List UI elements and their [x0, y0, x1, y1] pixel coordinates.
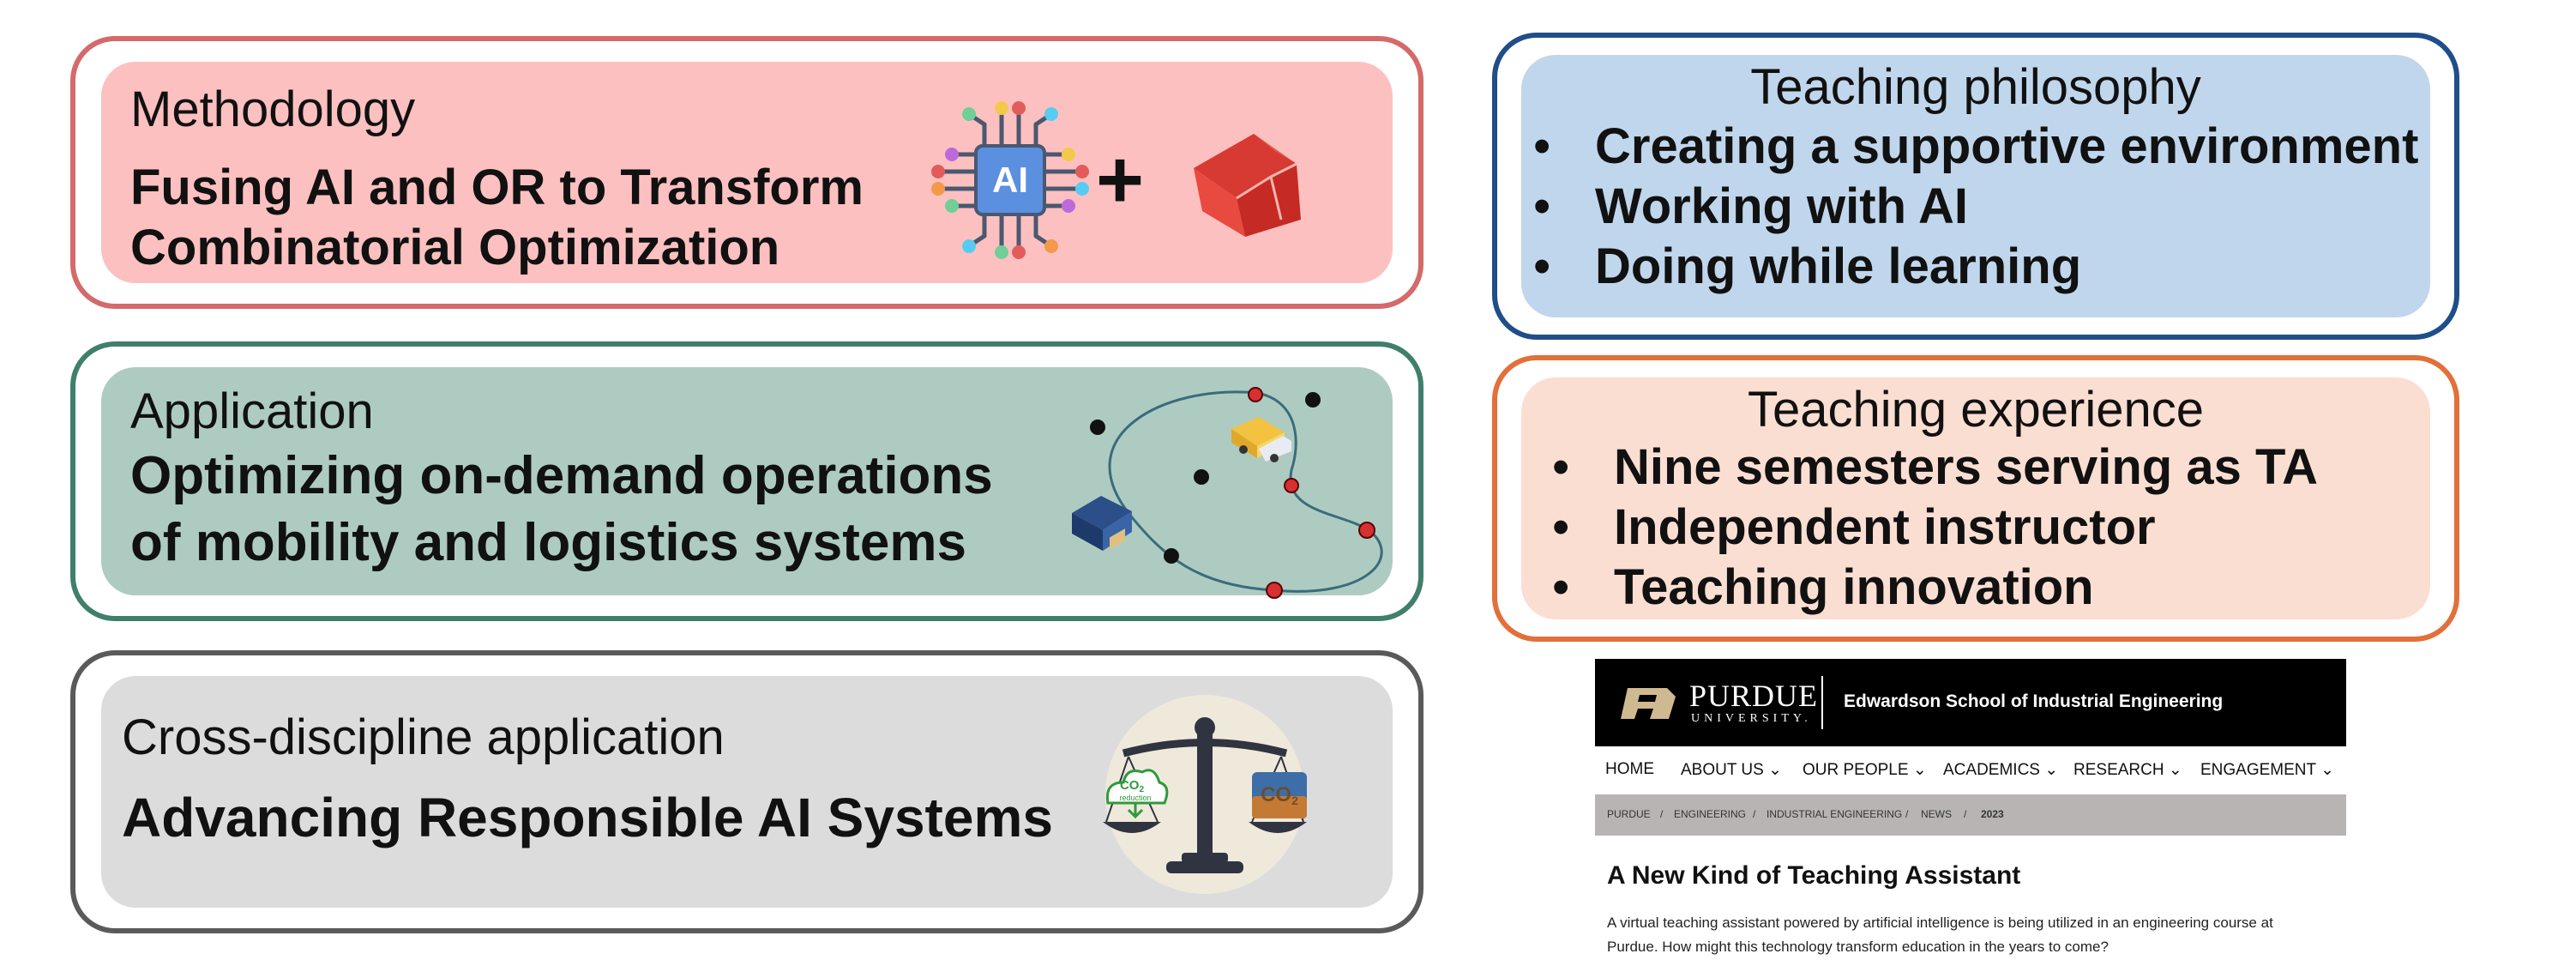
school-name: Edwardson School of Industrial Engineeri… [1844, 691, 2224, 711]
nav-research[interactable]: RESEARCH ⌄ [2073, 761, 2182, 779]
application-subtitle: Application [130, 383, 374, 439]
customer-node [1164, 548, 1179, 564]
list-item: •Creating a supportive environment [1533, 118, 2419, 174]
balance-scale-icon: CO2 reduction CO2 [1103, 695, 1307, 894]
stop-node [1284, 478, 1299, 493]
purdue-wordmark: PURDUE [1689, 679, 1819, 713]
routing-network-diagram [1072, 387, 1383, 599]
customer-node [1194, 469, 1209, 485]
article-summary: A virtual teaching assistant powered by … [1607, 915, 2273, 955]
nav-home[interactable]: HOME [1605, 760, 1654, 778]
application-headline: Optimizing on-demand operations of mobil… [130, 443, 993, 577]
teaching-experience-card: Teaching experience •Nine semesters serv… [1492, 355, 2459, 642]
chevron-down-icon: ⌄ [2044, 761, 2059, 779]
application-headline-line2: of mobility and logistics systems [130, 513, 967, 572]
breadcrumb: PURDUE / ENGINEERING / INDUSTRIAL ENGINE… [1595, 794, 2346, 836]
svg-text:CO2: CO2 [1261, 783, 1298, 807]
breadcrumb-current: 2023 [1981, 808, 2004, 820]
breadcrumb-item[interactable]: INDUSTRIAL ENGINEERING [1766, 808, 1903, 820]
cross-discipline-card: Cross-discipline application Advancing R… [70, 650, 1423, 933]
chevron-down-icon: ⌄ [2320, 761, 2334, 779]
purdue-news-screenshot: PURDUE UNIVERSITY. Edwardson School of I… [1595, 659, 2346, 968]
ai-chip-icon: AI [931, 101, 1089, 259]
application-headline-line1: Optimizing on-demand operations [130, 446, 993, 505]
nav-about-us[interactable]: ABOUT US ⌄ [1681, 761, 1782, 779]
methodology-headline-line1: Fusing AI and OR to Transform [130, 160, 864, 215]
nav-our-people[interactable]: OUR PEOPLE ⌄ [1803, 761, 1927, 779]
ai-chip-label: AI [992, 160, 1028, 200]
customer-node [1090, 420, 1105, 435]
list-item: •Nine semesters serving as TA [1552, 439, 2318, 495]
warehouse-icon [1072, 496, 1132, 551]
methodology-headline: Fusing AI and OR to Transform Combinator… [130, 158, 864, 278]
nav-engagement[interactable]: ENGAGEMENT ⌄ [2200, 761, 2334, 779]
co2-reduction-icon: CO2 reduction [1105, 769, 1169, 819]
chevron-down-icon: ⌄ [2168, 761, 2182, 779]
methodology-card: Methodology Fusing AI and OR to Transfor… [70, 36, 1423, 309]
header-divider [1821, 676, 1823, 729]
stop-node [1266, 582, 1283, 599]
teaching-philosophy-panel: Teaching philosophy •Creating a supporti… [1521, 55, 2430, 317]
list-item: •Working with AI [1533, 178, 1968, 234]
svg-text:CO2: CO2 [1120, 778, 1145, 794]
breadcrumb-item[interactable]: PURDUE [1607, 808, 1651, 820]
list-item: •Doing while learning [1533, 238, 2082, 294]
co2-emission-icon: CO2 [1252, 772, 1307, 818]
svg-text:reduction: reduction [1119, 794, 1151, 802]
cross-subtitle: Cross-discipline application [122, 709, 725, 765]
teaching-experience-panel: Teaching experience •Nine semesters serv… [1521, 377, 2430, 619]
customer-node [1305, 392, 1321, 408]
chevron-down-icon: ⌄ [1768, 761, 1782, 779]
cross-discipline-panel: Cross-discipline application Advancing R… [101, 676, 1393, 908]
application-card: Application Optimizing on-demand operati… [70, 341, 1423, 621]
breadcrumb-item[interactable]: NEWS [1921, 808, 1952, 820]
application-panel: Application Optimizing on-demand operati… [101, 367, 1393, 599]
breadcrumb-item[interactable]: ENGINEERING [1674, 808, 1747, 820]
purdue-logo-icon [1621, 688, 1676, 719]
plus-sign: + [1096, 134, 1145, 226]
teaching-experience-title: Teaching experience [1747, 382, 2205, 438]
red-polyhedron-icon [1194, 134, 1301, 237]
delivery-truck-icon [1231, 417, 1291, 462]
teaching-philosophy-list: •Creating a supportive environment •Work… [1533, 117, 2419, 297]
news-nav: HOME ABOUT US ⌄ OUR PEOPLE ⌄ ACADEMICS ⌄… [1595, 746, 2346, 794]
purdue-wordmark-sub: UNIVERSITY. [1691, 712, 1812, 725]
list-item: •Teaching innovation [1552, 559, 2094, 615]
nav-academics[interactable]: ACADEMICS ⌄ [1943, 761, 2059, 779]
teaching-philosophy-title: Teaching philosophy [1750, 59, 2201, 115]
news-header: PURDUE UNIVERSITY. Edwardson School of I… [1595, 659, 2346, 746]
stop-node [1248, 387, 1263, 402]
methodology-subtitle: Methodology [130, 82, 416, 137]
cross-headline: Advancing Responsible AI Systems [122, 787, 1053, 848]
list-item: •Independent instructor [1552, 499, 2156, 555]
chevron-down-icon: ⌄ [1912, 761, 1927, 779]
methodology-panel: Methodology Fusing AI and OR to Transfor… [101, 62, 1393, 283]
article-title: A New Kind of Teaching Assistant [1607, 861, 2021, 890]
stop-node [1358, 522, 1375, 539]
teaching-experience-list: •Nine semesters serving as TA •Independe… [1552, 438, 2318, 618]
methodology-headline-line2: Combinatorial Optimization [130, 220, 780, 275]
teaching-philosophy-card: Teaching philosophy •Creating a supporti… [1492, 33, 2459, 340]
